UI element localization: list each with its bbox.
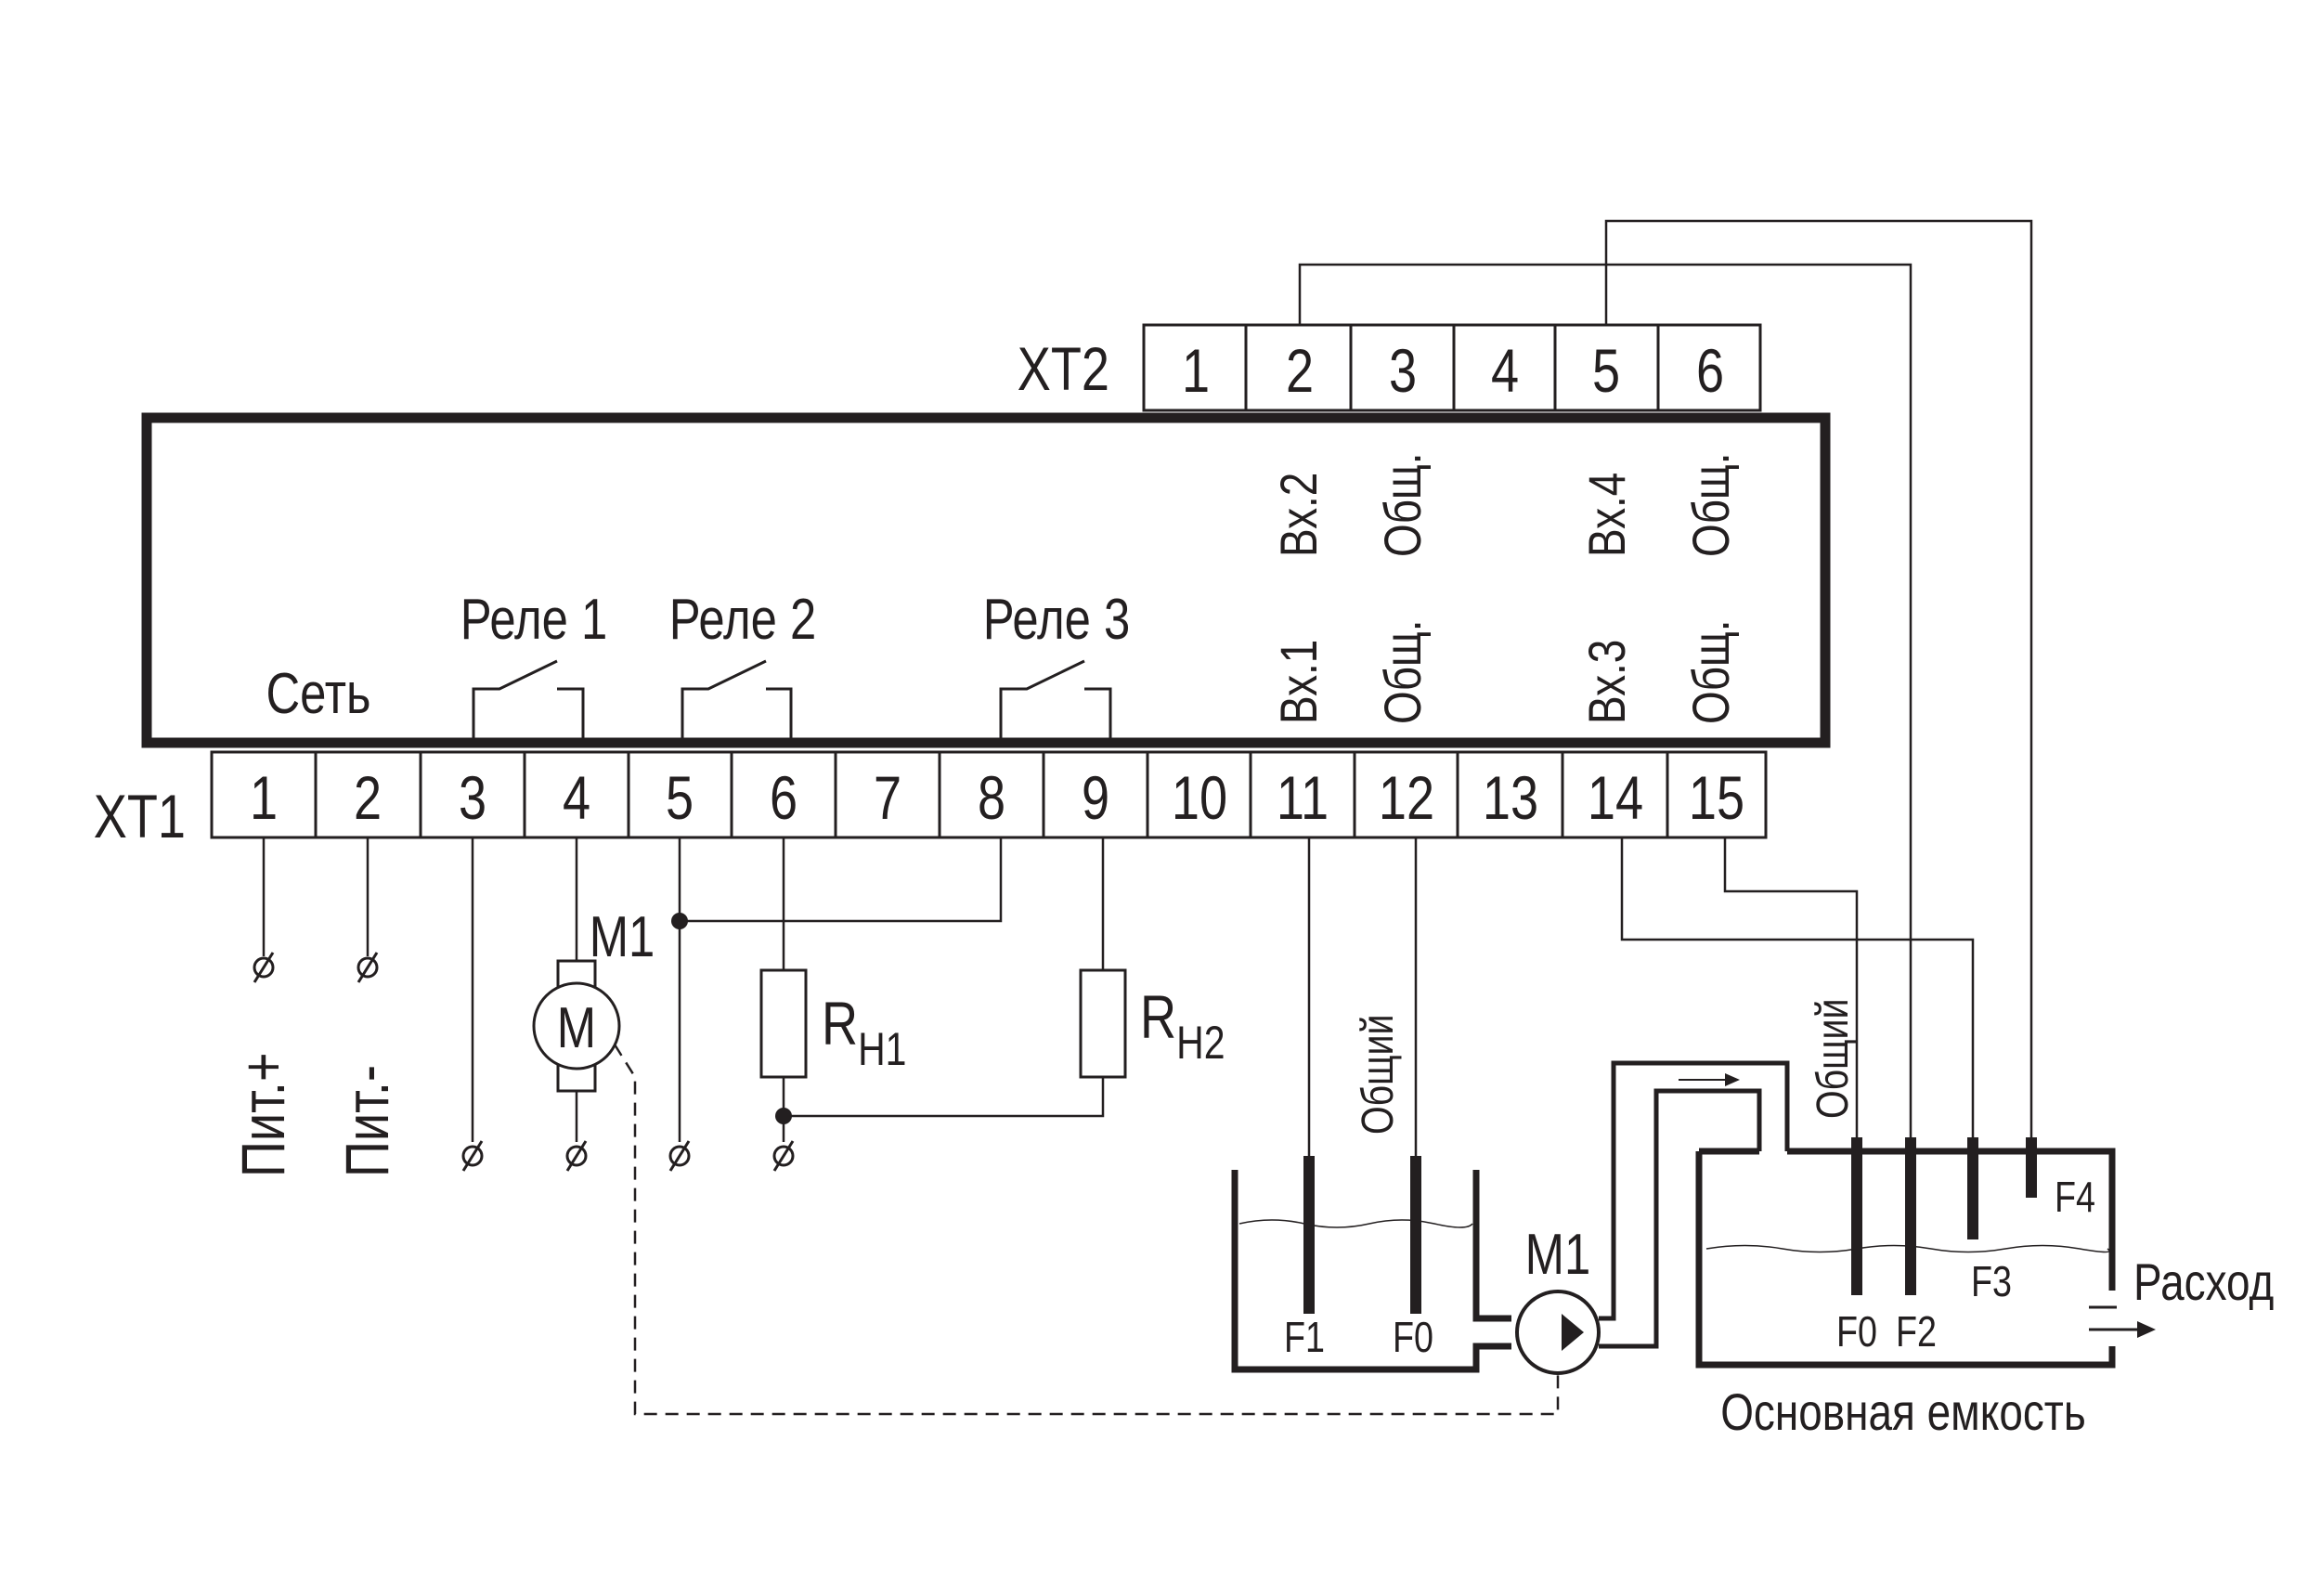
- pump-ref-label: M1: [1525, 1223, 1591, 1287]
- label-com3: Общ.: [1682, 619, 1740, 724]
- source-tank: F1 F0: [1231, 1156, 1511, 1373]
- xt1-terminal-12: 12: [1379, 763, 1434, 832]
- motor-icon: M: [532, 959, 621, 1093]
- main-tank: F0 F2 F3 F4: [1695, 1137, 2116, 1369]
- mains-label: Сеть: [266, 662, 370, 726]
- probe-f0-left-label: F0: [1393, 1313, 1433, 1360]
- label-in1: Вх.1: [1270, 640, 1328, 724]
- xt1-terminal-13: 13: [1483, 763, 1538, 832]
- label-in3: Вх.3: [1578, 640, 1636, 724]
- xt1-terminal-6: 6: [770, 763, 797, 832]
- outflow-arrow-icon: [2089, 1305, 2156, 1338]
- pump-icon: [1515, 1290, 1601, 1375]
- probe-f3: [1967, 1137, 1978, 1239]
- xt2-label: XT2: [1018, 334, 1109, 403]
- xt1-terminal-8: 8: [978, 763, 1005, 832]
- top-wires: [1298, 219, 2033, 1142]
- xt1-terminal-2: 2: [354, 763, 382, 832]
- xt2-terminal-6: 6: [1696, 336, 1724, 405]
- probe-f0-right-label: F0: [1836, 1307, 1877, 1355]
- bottom-wires: [262, 837, 1975, 1416]
- xt1-label: XT1: [94, 782, 186, 850]
- xt2-body: [1142, 323, 1762, 412]
- label-com4: Общ.: [1682, 452, 1740, 557]
- probe-f0-right: [1851, 1137, 1862, 1295]
- probe-f1-label: F1: [1284, 1313, 1325, 1360]
- probe-f3-label: F3: [1971, 1257, 2012, 1304]
- probe-f2-label: F2: [1896, 1307, 1937, 1355]
- probe-f0-left: [1410, 1156, 1421, 1314]
- xt1-terminal-15: 15: [1689, 763, 1744, 832]
- relay3-contact: [999, 659, 1112, 743]
- relay3-label: Реле 3: [983, 588, 1131, 652]
- probe-f2: [1905, 1137, 1916, 1295]
- input-labels: Вх.2 Общ. Вх.4 Общ. Вх.1 Общ. Вх.3 Общ.: [1270, 452, 1740, 724]
- resistor-rh1-label: RH1: [822, 989, 907, 1075]
- resistor-rh2-label: RH2: [1140, 982, 1225, 1069]
- xt1-terminal-11: 11: [1277, 763, 1329, 832]
- supply-pipe: [1599, 1060, 1790, 1349]
- xt1-terminal-4: 4: [563, 763, 590, 832]
- xt1-terminal-3: 3: [459, 763, 486, 832]
- xt1-terminal-1: 1: [250, 763, 278, 832]
- probe-f4-label: F4: [2055, 1173, 2095, 1220]
- common-left-label: Общий: [1353, 1015, 1403, 1135]
- resistor-rh2: [1079, 968, 1127, 1079]
- label-com1: Общ.: [1374, 619, 1432, 724]
- motor-symbol: M: [557, 996, 596, 1060]
- screw-terminals: [253, 952, 795, 1172]
- xt2-terminal-4: 4: [1491, 336, 1519, 405]
- relay1-label: Реле 1: [460, 588, 608, 652]
- resistor-rh1: [759, 968, 808, 1079]
- relay-contacts: [472, 659, 1112, 743]
- xt2-terminal-1: 1: [1182, 336, 1210, 405]
- connector-xt1: XT1 1 2 3 4 5 6 7 8 9: [94, 750, 1768, 850]
- xt2-terminal-2: 2: [1286, 336, 1314, 405]
- probe-f1: [1303, 1156, 1315, 1314]
- label-in2: Вх.2: [1270, 473, 1328, 557]
- power-minus-label: Пит.-: [332, 1065, 401, 1177]
- xt1-body: [210, 750, 1768, 839]
- motor-ref-label: M1: [590, 905, 655, 969]
- relay2-contact: [681, 659, 793, 743]
- xt1-terminal-14: 14: [1588, 763, 1643, 832]
- power-plus-label: Пит.+: [228, 1052, 297, 1177]
- relay1-contact: [472, 659, 585, 743]
- xt1-terminal-5: 5: [666, 763, 694, 832]
- common-right-label: Общий: [1808, 999, 1858, 1119]
- xt2-terminal-5: 5: [1592, 336, 1620, 405]
- main-tank-label: Основная емкость: [1720, 1383, 2086, 1441]
- device-body: [141, 412, 1831, 748]
- relay2-label: Реле 2: [669, 588, 817, 652]
- probe-f4: [2026, 1137, 2037, 1198]
- connector-xt2: XT2 1 2 3 4 5 6: [1018, 323, 1762, 412]
- xt1-terminal-7: 7: [874, 763, 901, 832]
- junctions: [671, 913, 792, 1124]
- xt1-terminal-9: 9: [1082, 763, 1109, 832]
- label-com2: Общ.: [1374, 452, 1432, 557]
- flow-arrow-icon: [1679, 1073, 1740, 1086]
- outflow-label: Расход: [2133, 1253, 2274, 1311]
- label-in4: Вх.4: [1578, 473, 1636, 557]
- xt1-terminal-10: 10: [1172, 763, 1227, 832]
- xt2-terminal-3: 3: [1389, 336, 1417, 405]
